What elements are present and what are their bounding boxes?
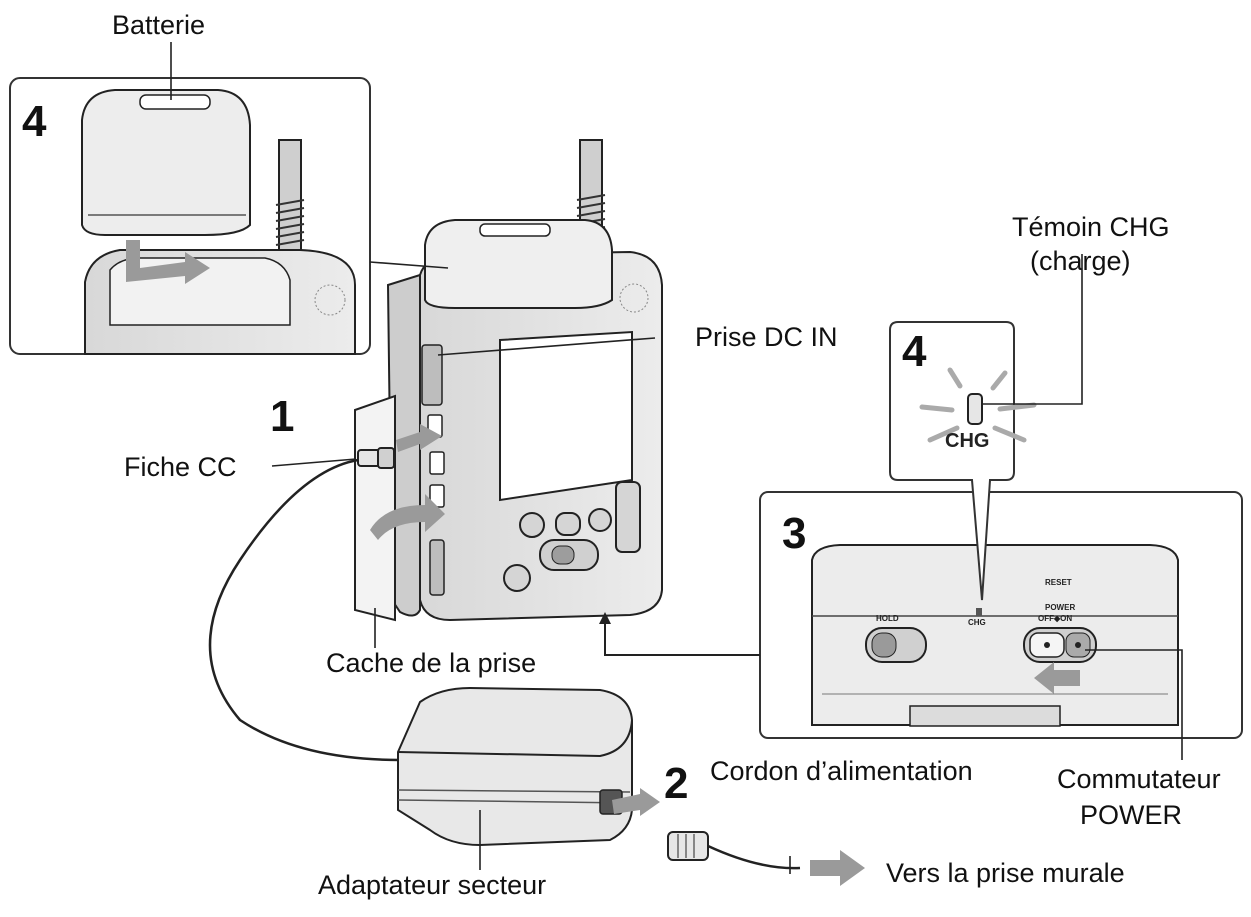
label-batterie: Batterie (112, 10, 206, 40)
chg-callout (889, 321, 1037, 601)
power-switch-panel (759, 491, 1243, 739)
label-temoin-chg-line2: (charge) (1030, 246, 1131, 276)
battery-pack-mounted (424, 219, 613, 309)
label-prise-dc-in: Prise DC IN (695, 322, 838, 352)
label-commutateur-line2: POWER (1080, 800, 1183, 830)
reset-marking: RESET (1045, 578, 1072, 587)
recorder-device (354, 139, 663, 622)
label-vers-prise: Vers la prise murale (886, 858, 1125, 888)
chg-callout-text: CHG (945, 430, 990, 452)
label-adaptateur: Adaptateur secteur (318, 870, 547, 900)
ac-adapter (397, 686, 660, 847)
label-fiche-cc: Fiche CC (124, 452, 237, 482)
label-temoin-chg-line1: Témoin CHG (1012, 212, 1170, 242)
power-marking: POWER (1045, 603, 1076, 612)
step-3-number: 3 (782, 509, 807, 558)
panel3-link-arrow (604, 622, 760, 656)
step-1-number: 1 (270, 392, 295, 441)
power-cord (667, 831, 865, 886)
step-4-chg-number: 4 (902, 327, 927, 376)
step-4-battery-number: 4 (22, 97, 47, 146)
label-commutateur-line1: Commutateur (1057, 764, 1221, 794)
label-cache-prise: Cache de la prise (326, 648, 537, 678)
hold-marking: HOLD (876, 614, 899, 623)
battery-inset-panel (9, 77, 371, 355)
step-2-number: 2 (664, 759, 689, 808)
off-on-marking: OFF◆ON (1038, 614, 1073, 623)
chg-small-marking: CHG (968, 618, 986, 627)
label-cordon: Cordon d’alimentation (710, 756, 973, 786)
battery-pack-inset (81, 89, 251, 236)
dc-cable (208, 458, 401, 762)
